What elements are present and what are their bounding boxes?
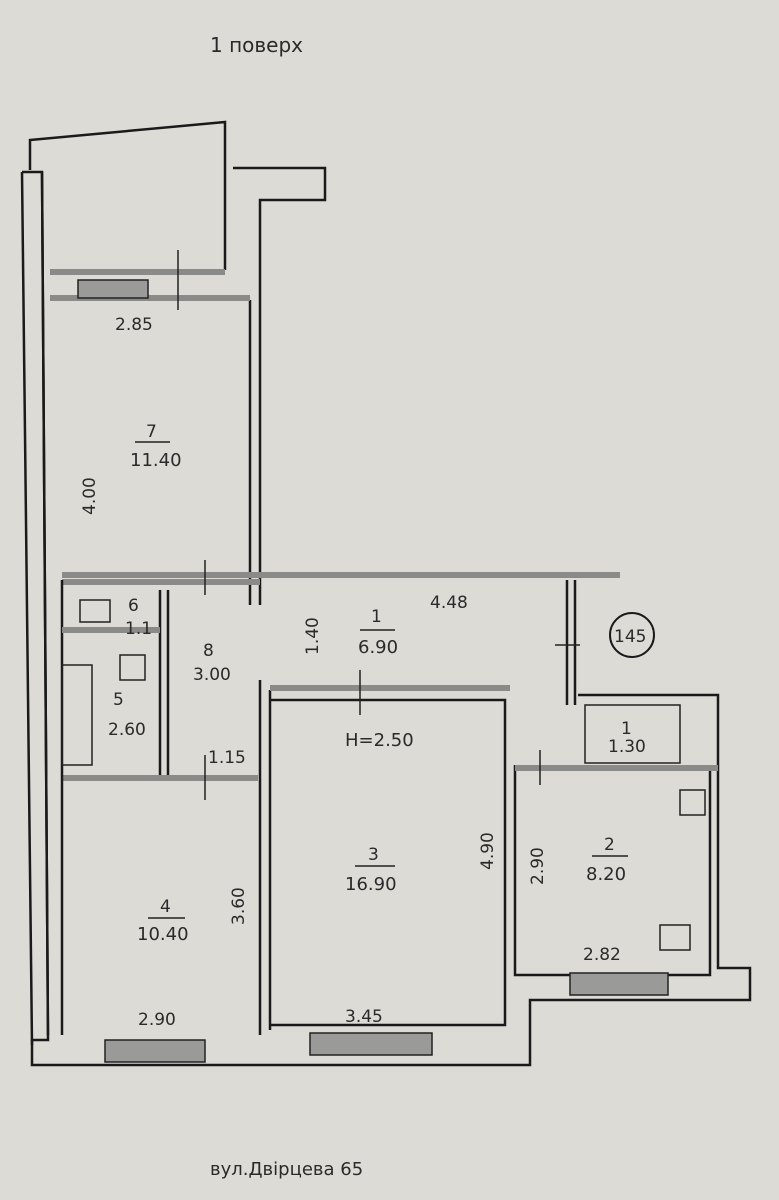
room-1-number: 1 [371,607,382,627]
room-5-area: 2.60 [108,720,146,740]
room-7-number: 7 [146,422,157,442]
room-4-area: 10.40 [137,924,189,945]
room-1b-number: 1 [621,719,632,739]
room-7-area: 11.40 [130,450,182,471]
walls [20,120,752,1067]
dim-corridor-width: 1.15 [208,748,246,768]
dim-room2-width: 2.82 [583,945,621,965]
dim-room7-width: 2.85 [115,315,153,335]
room-6-area: 1.1 [125,619,152,639]
room-6-number: 6 [128,596,139,616]
door-marks [177,250,580,800]
floor-title: 1 поверх [210,33,303,57]
room-2-area: 8.20 [586,864,626,885]
dim-room4-width: 2.90 [138,1010,176,1030]
dim-room3-width: 3.45 [345,1007,383,1027]
apartment-number-circle [609,612,655,658]
ceiling-height: H=2.50 [345,730,414,751]
room-5-number: 5 [113,690,124,710]
dim-room3-length: 4.90 [478,832,498,870]
address: вул.Двірцева 65 [210,1159,363,1180]
dim-room4-length: 3.60 [229,887,249,925]
room-3-area: 16.90 [345,874,397,895]
dim-hall-width: 1.40 [303,617,323,655]
windows [77,279,669,1063]
labels: 1 поверх вул.Двірцева 65 H=2.50 145 7 11… [80,33,646,1180]
room-3-number: 3 [368,845,379,865]
apartment-number: 145 [614,627,646,647]
dim-room7-length: 4.00 [80,477,100,515]
room-4-number: 4 [160,897,171,917]
room-1-area: 6.90 [358,637,398,658]
room-8-number: 8 [203,641,214,661]
room-2-number: 2 [604,835,615,855]
dim-room2-length: 2.90 [528,847,548,885]
room-1b-area: 1.30 [608,737,646,757]
dim-hall-length: 4.48 [430,593,468,613]
room-8-area: 3.00 [193,665,231,685]
